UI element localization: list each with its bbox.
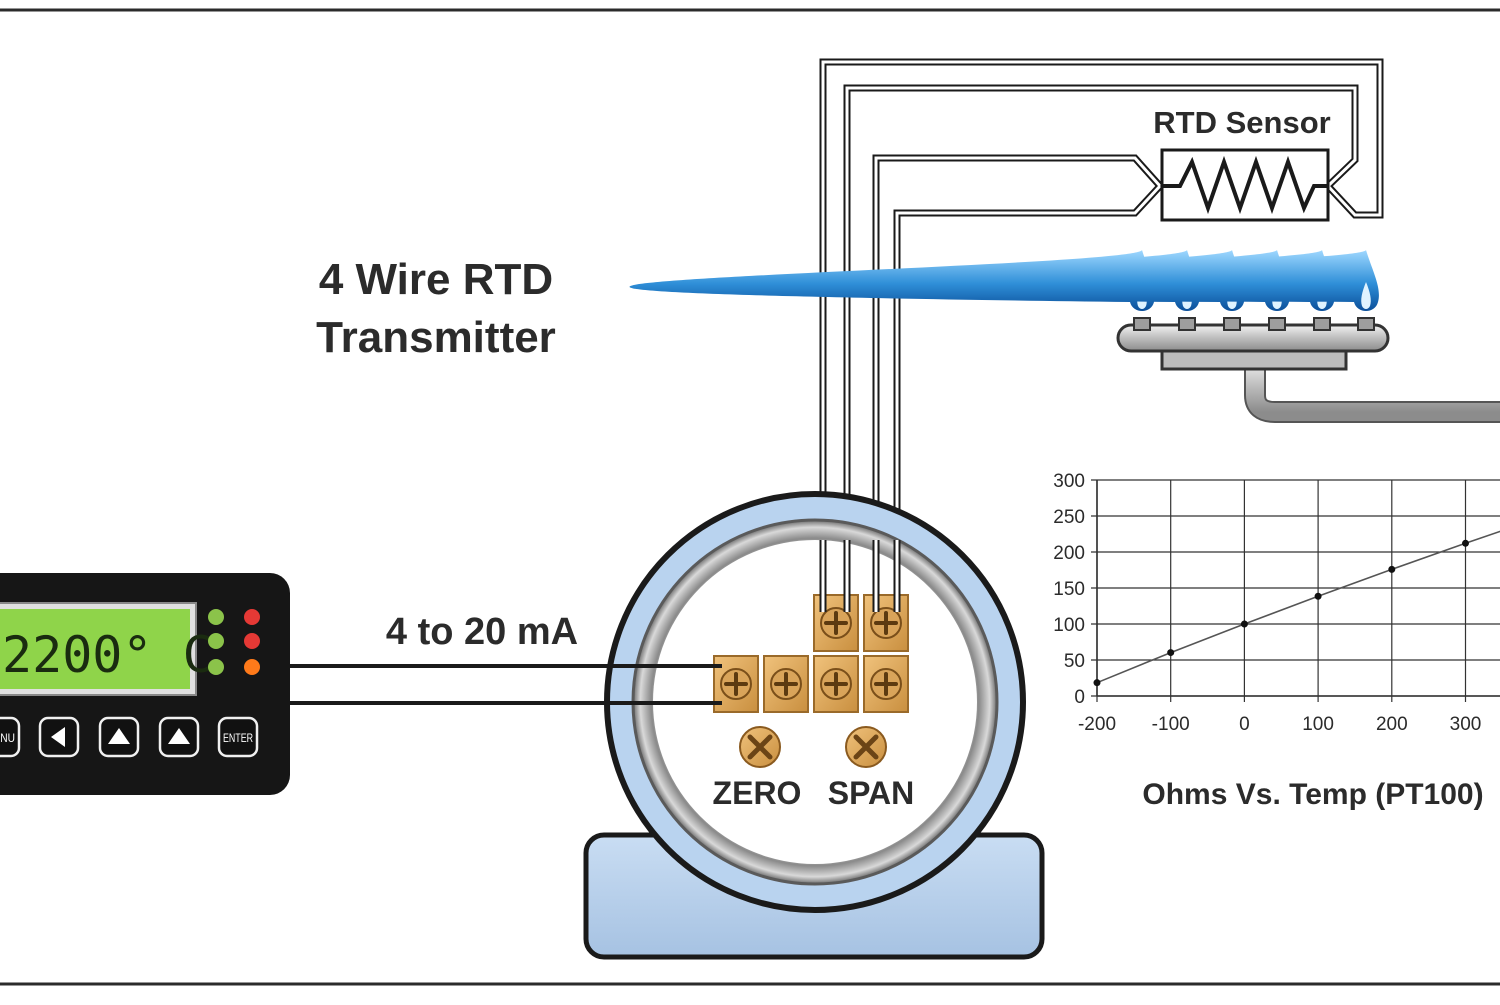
x-tick-label: 200 <box>1376 714 1408 735</box>
y-tick-label: 250 <box>1053 507 1085 528</box>
x-tick-label: -200 <box>1078 714 1116 735</box>
chart-grid <box>1091 480 1500 702</box>
rtd-sensor-label: RTD Sensor <box>1153 105 1330 140</box>
data-point <box>1388 566 1395 573</box>
x-tick-label: 100 <box>1302 714 1334 735</box>
screw-terminal[interactable] <box>814 656 858 712</box>
span-label: SPAN <box>828 775 915 811</box>
y-tick-label: 150 <box>1053 579 1085 600</box>
zero-label: ZERO <box>713 775 802 811</box>
data-point <box>1241 621 1248 628</box>
x-tick-label: -100 <box>1152 714 1190 735</box>
y-tick-label: 200 <box>1053 543 1085 564</box>
panel-button-label: MENU <box>0 731 15 745</box>
data-point <box>1167 649 1174 656</box>
zero-adjust-screw[interactable] <box>740 727 780 767</box>
current-loop-label: 4 to 20 mA <box>386 611 578 653</box>
y-tick-label: 300 <box>1053 471 1085 492</box>
data-point <box>1315 593 1322 600</box>
status-led <box>244 633 260 649</box>
arrow-up-button[interactable] <box>100 718 138 756</box>
lcd-display-value: 2200° C <box>2 626 213 684</box>
y-tick-label: 0 <box>1074 687 1085 708</box>
gas-burner <box>630 250 1500 412</box>
status-led <box>208 633 224 649</box>
y-tick-label: 100 <box>1053 615 1085 636</box>
menu-button[interactable]: MENU <box>0 718 19 756</box>
span-adjust-screw[interactable] <box>846 727 886 767</box>
panel-meter: 2200° C MENU ENTER <box>0 573 290 795</box>
data-point <box>1094 679 1101 686</box>
flames <box>630 250 1379 330</box>
diagram-title-line1: 4 Wire RTD <box>319 255 553 304</box>
status-led <box>208 609 224 625</box>
screw-terminal[interactable] <box>864 595 908 651</box>
panel-button-label: ENTER <box>223 731 253 745</box>
y-tick-label: 50 <box>1064 651 1085 672</box>
diagram-title-line2: Transmitter <box>316 313 556 362</box>
transmitter: ZERO SPAN <box>586 494 1042 957</box>
status-led <box>244 609 260 625</box>
arrow-left-button[interactable] <box>40 718 78 756</box>
status-led <box>244 659 260 675</box>
screw-terminal[interactable] <box>864 656 908 712</box>
ohms-vs-temp-chart: 0 50 100 150 200 250 300 -200 -100 0 100 200 300 Ohm… <box>1053 471 1500 811</box>
data-point <box>1462 540 1469 547</box>
screw-terminal[interactable] <box>764 656 808 712</box>
arrow-up-button[interactable] <box>160 718 198 756</box>
enter-button[interactable]: ENTER <box>219 718 257 756</box>
chart-title: Ohms Vs. Temp (PT100) <box>1142 778 1483 811</box>
chart-series <box>1094 531 1500 687</box>
x-tick-label: 300 <box>1450 714 1482 735</box>
rtd-sensor <box>1162 150 1328 220</box>
x-tick-label: 0 <box>1239 714 1250 735</box>
status-led <box>208 659 224 675</box>
